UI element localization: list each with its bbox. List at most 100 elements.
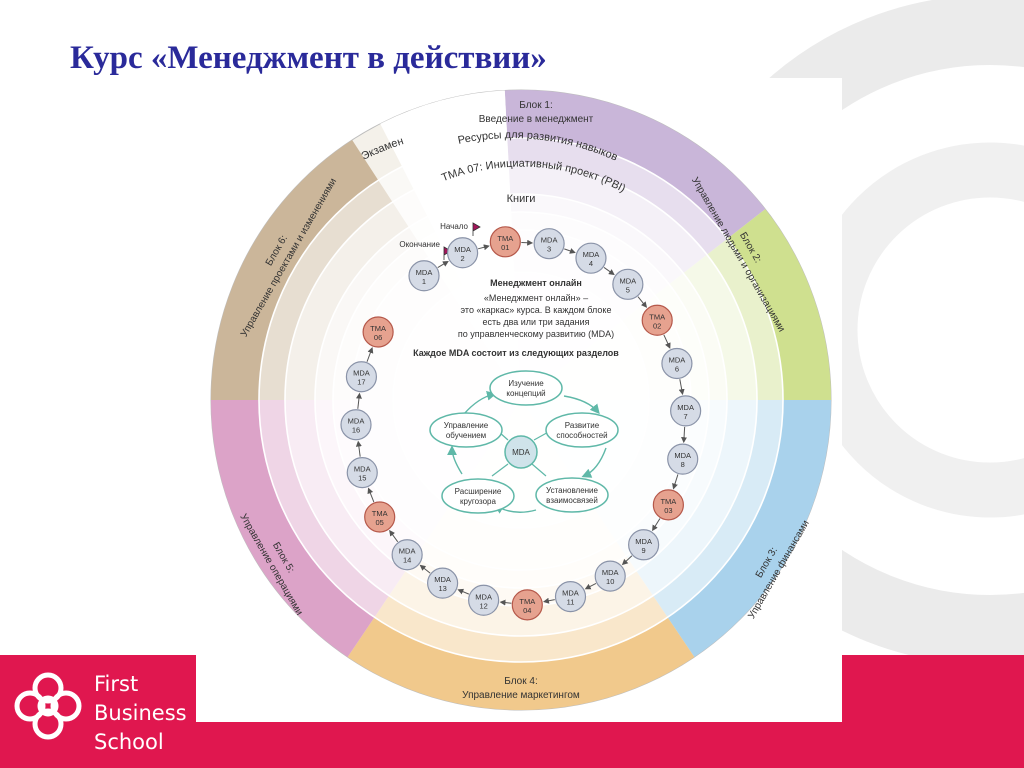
node-number-label: 6: [675, 364, 679, 373]
block4-subtitle: Управление маркетингом: [462, 690, 580, 701]
logo-line-first: First: [94, 672, 139, 696]
node-circle: [594, 560, 626, 592]
path-arrow: [542, 597, 555, 604]
node-number-label: 03: [664, 506, 672, 515]
node-number-label: 01: [501, 243, 509, 252]
node-number-label: 02: [653, 321, 661, 330]
path-arrow: [389, 529, 399, 543]
node-circle: [628, 529, 660, 561]
node-number-label: 15: [358, 474, 366, 483]
logo-wordmark: First Business School: [94, 670, 187, 757]
mda-hub-node: [504, 435, 538, 469]
node-circle: [447, 237, 479, 269]
node-type-label: MDA: [348, 417, 365, 426]
node-number-label: 4: [589, 259, 593, 268]
node-type-label: TMA: [519, 597, 535, 606]
node-type-label: MDA: [562, 589, 579, 598]
node-type-label: MDA: [454, 245, 471, 254]
node-number-label: 7: [684, 412, 688, 421]
center-desc-3: есть два или три задания: [483, 317, 590, 327]
center-desc-2: это «каркас» курса. В каждом блоке: [461, 305, 612, 315]
cycle-connections-line2: взаимосвязей: [546, 496, 598, 505]
block4-label: Блок 4: Управление маркетингом: [462, 676, 580, 701]
path-arrow: [457, 588, 470, 595]
block1-label: Блок 1: Введение в менеджмент: [479, 100, 594, 125]
node-circle: [340, 409, 372, 441]
path-arrow: [672, 474, 679, 490]
node-circle: [652, 489, 684, 521]
node-type-label: MDA: [475, 592, 492, 601]
node-number-label: 2: [461, 254, 465, 263]
node-type-label: MDA: [677, 403, 694, 412]
center-desc-1: «Менеджмент онлайн» –: [484, 293, 588, 303]
logo-line-school: School: [94, 730, 164, 754]
node-circle: [641, 304, 673, 336]
node-type-label: MDA: [416, 268, 433, 277]
node-number-label: 16: [352, 426, 360, 435]
hub-link-4: [491, 463, 509, 477]
node-circle: [362, 316, 394, 348]
path-arrow: [637, 296, 648, 308]
path-arrow: [419, 564, 431, 574]
node-type-label: MDA: [635, 537, 652, 546]
cycle-abilities-node: [545, 412, 619, 448]
knot-logo-icon: [14, 672, 82, 740]
start-label: Начало: [440, 222, 468, 231]
path-arrow: [477, 244, 490, 251]
path-arrow: [499, 599, 512, 606]
node-type-label: MDA: [354, 465, 371, 474]
node-number-label: 04: [523, 606, 531, 615]
cycle-concepts-line1: Изучение: [508, 379, 544, 388]
center-heading: Менеджмент онлайн: [490, 278, 582, 288]
node-type-label: MDA: [602, 568, 619, 577]
cycle-connections-node: [535, 477, 609, 513]
node-circle: [489, 226, 521, 258]
node-circle: [667, 443, 699, 475]
path-arrow: [652, 518, 661, 532]
cycle-concepts-line2: концепций: [506, 389, 545, 398]
cycle-arrow-4: [447, 445, 463, 475]
cycle-learning-line2: обучением: [446, 431, 486, 440]
block1-title: Блок 1:: [519, 100, 552, 111]
slide-title: Курс «Менеджмент в действии»: [70, 40, 547, 76]
path-arrow: [678, 379, 685, 396]
cycle-connections-line1: Установление: [546, 486, 599, 495]
cycle-horizons-line2: кругозора: [460, 497, 496, 506]
cycle-learning-node: [429, 412, 503, 448]
node-number-label: 13: [438, 584, 446, 593]
cycle-horizons-node: [441, 478, 515, 514]
node-type-label: TMA: [660, 497, 676, 506]
node-type-label: TMA: [370, 324, 386, 333]
node-circle: [427, 567, 459, 599]
path-arrow: [603, 267, 615, 276]
node-number-label: 06: [374, 333, 382, 342]
node-circle: [533, 228, 565, 260]
node-circle: [661, 347, 693, 380]
cycle-learning-line1: Управление: [444, 421, 489, 430]
node-circle: [346, 457, 378, 489]
node-number-label: 1: [422, 277, 426, 286]
path-arrow: [366, 346, 374, 362]
node-number-label: 17: [357, 378, 365, 387]
cycle-arrow-2: [581, 447, 607, 478]
center-desc-5: Каждое MDA состоит из следующих разделов: [413, 348, 619, 358]
node-number-label: 3: [547, 245, 551, 254]
node-circle: [468, 584, 500, 616]
node-type-label: MDA: [399, 547, 416, 556]
node-type-label: MDA: [669, 355, 686, 364]
